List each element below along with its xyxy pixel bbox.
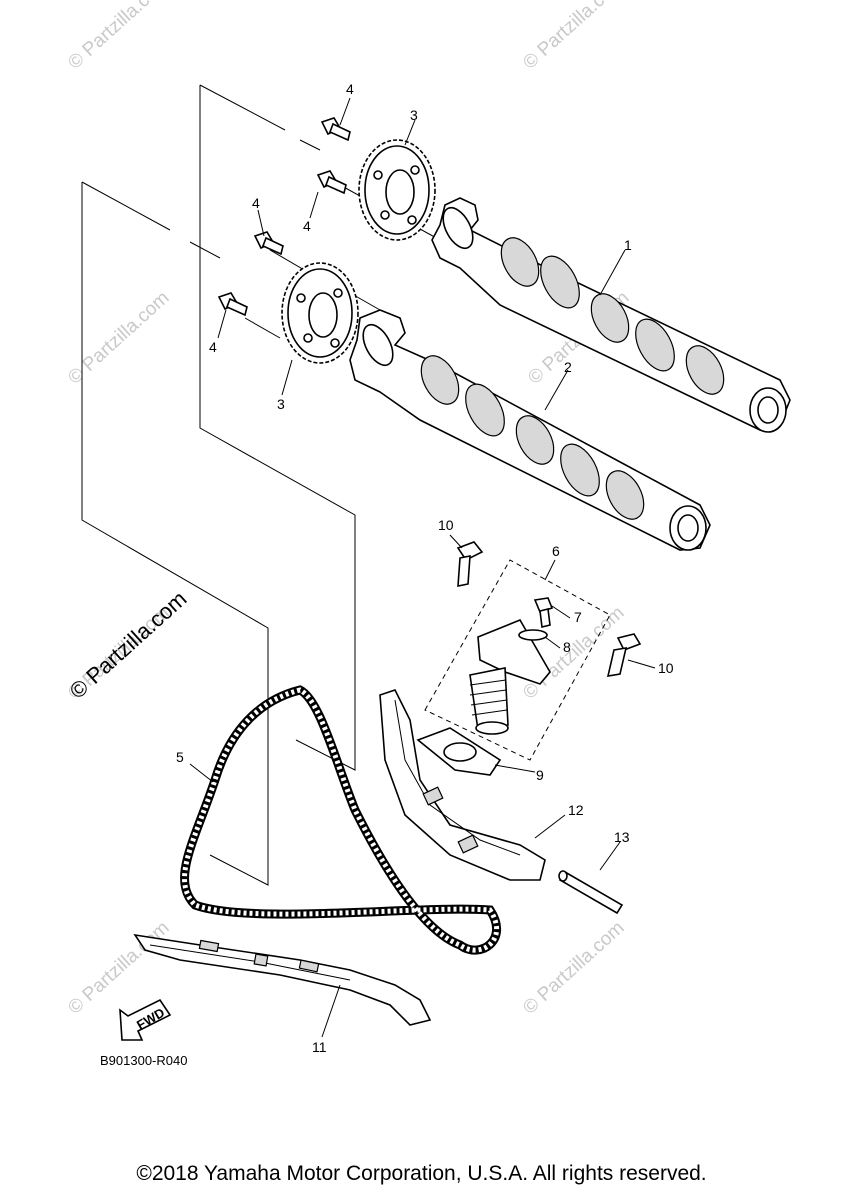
callout-4d: 4 — [209, 339, 217, 355]
chain-guide-11[interactable] — [133, 933, 432, 1026]
bolt-4d[interactable] — [217, 292, 248, 317]
callout-4b: 4 — [303, 218, 311, 234]
cam-chain-tensioner[interactable] — [469, 618, 551, 735]
cam-sprocket-lower[interactable] — [281, 262, 359, 364]
callout-10a: 10 — [438, 517, 454, 533]
tensioner-group-outline — [424, 559, 611, 761]
camshaft-1[interactable] — [431, 197, 791, 433]
cam-chain[interactable] — [180, 685, 501, 955]
bolt-4c[interactable] — [253, 231, 284, 256]
main-watermark: © Partzilla.com — [65, 586, 192, 704]
callout-8: 8 — [563, 639, 571, 655]
chain-guide-12[interactable] — [379, 689, 546, 881]
callout-2: 2 — [564, 359, 572, 375]
watermark: © Partzilla.com — [64, 0, 173, 74]
watermark: © Partzilla.com — [64, 287, 173, 388]
watermark-layer: © Partzilla.com © Partzilla.com © Partzi… — [64, 0, 633, 1019]
callout-3b: 3 — [277, 396, 285, 412]
washer-8[interactable] — [518, 629, 548, 641]
watermark: © Partzilla.com — [519, 917, 628, 1018]
bolt-4a[interactable] — [320, 117, 351, 142]
bolt-10b[interactable] — [606, 633, 642, 677]
leader-lines — [189, 97, 656, 1038]
callout-4c: 4 — [252, 195, 260, 211]
watermark: © Partzilla.com — [519, 0, 628, 74]
callout-9: 9 — [536, 767, 544, 783]
gasket-9[interactable] — [416, 727, 502, 776]
callout-3a: 3 — [410, 107, 418, 123]
callout-6: 6 — [552, 543, 560, 559]
callout-1: 1 — [624, 237, 632, 253]
pin-13[interactable] — [558, 870, 624, 915]
callout-7: 7 — [574, 609, 582, 625]
copyright-notice: ©2018 Yamaha Motor Corporation, U.S.A. A… — [136, 1162, 707, 1185]
cam-sprocket-upper[interactable] — [358, 139, 436, 241]
bolt-4b[interactable] — [316, 170, 347, 195]
tensioner-bolt-7[interactable] — [533, 597, 554, 628]
callout-13: 13 — [614, 829, 630, 845]
fwd-arrow-icon: FWD — [119, 998, 172, 1041]
callout-11: 11 — [312, 1039, 327, 1055]
callout-5: 5 — [176, 749, 184, 765]
callout-4a: 4 — [346, 81, 354, 97]
camshaft-2[interactable] — [349, 309, 711, 551]
callout-12: 12 — [568, 802, 584, 818]
bolt-10a[interactable] — [456, 541, 484, 587]
callout-10b: 10 — [658, 660, 674, 676]
diagram-code: B901300-R040 — [100, 1053, 187, 1068]
callouts: 1 2 3 3 4 4 4 4 5 6 7 8 9 10 10 11 12 13 — [176, 81, 674, 1055]
